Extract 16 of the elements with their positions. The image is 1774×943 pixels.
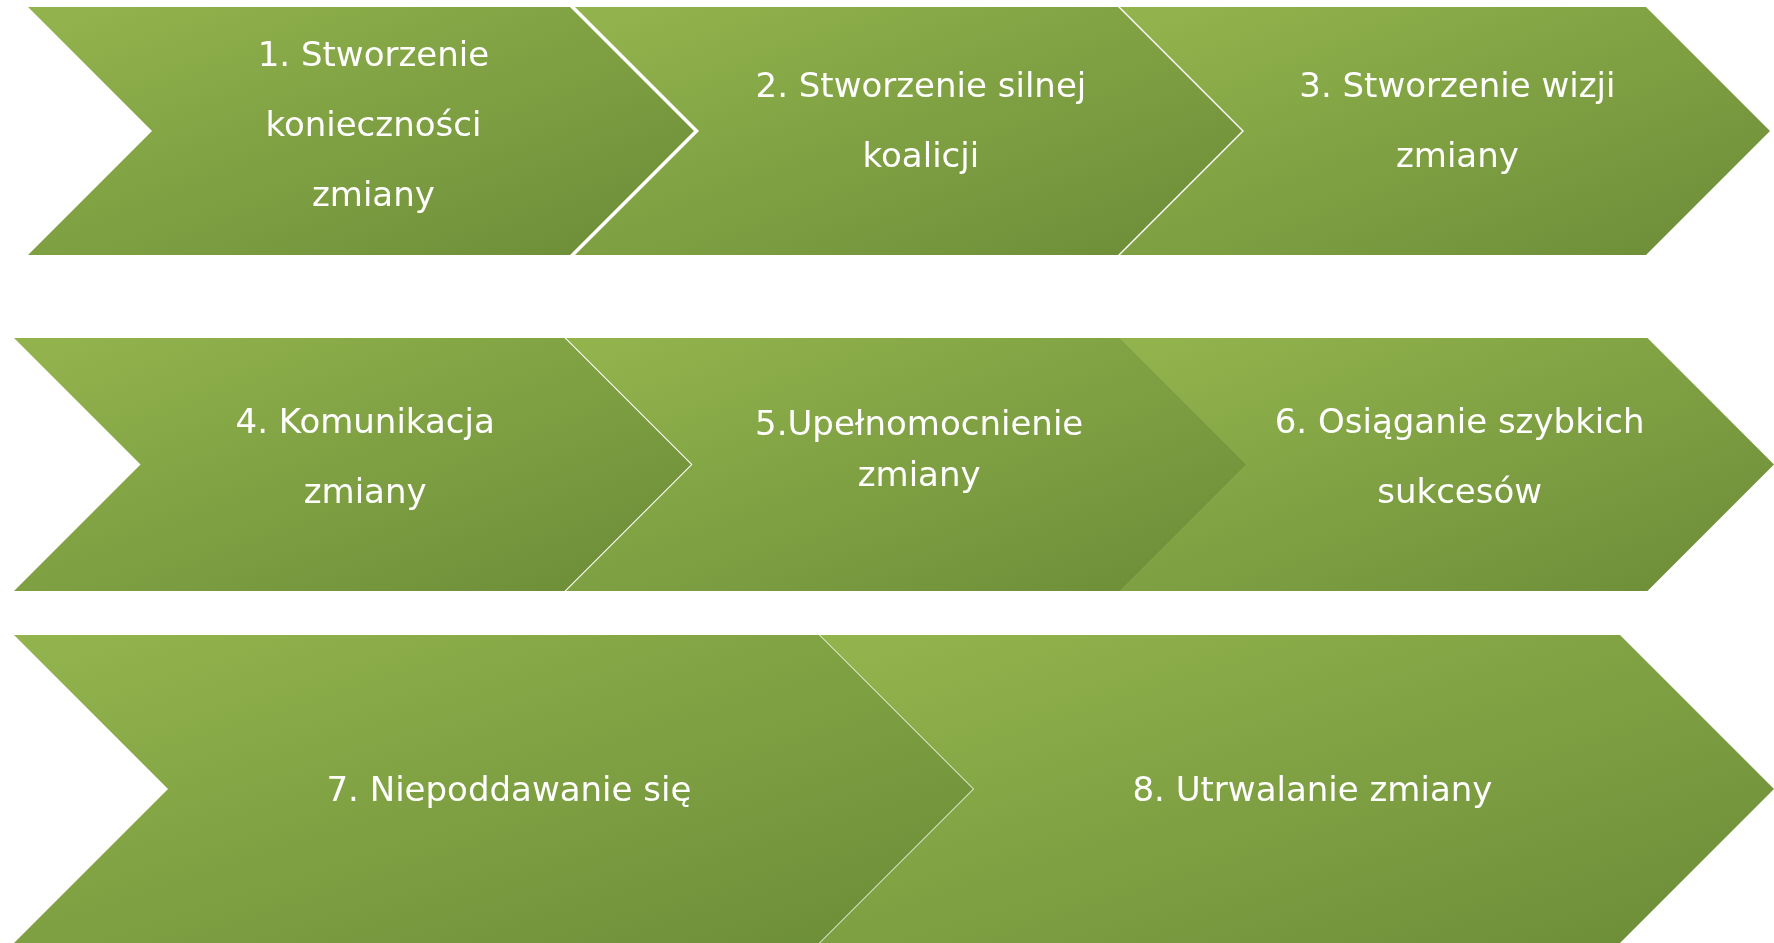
step-label: 5.Upełnomocnienie zmiany [754, 401, 1085, 496]
step-label: 3. Stworzenie wizji zmiany [1298, 64, 1617, 177]
chevron-step [566, 338, 1247, 591]
chevron-step [14, 338, 691, 591]
chevron-step [28, 7, 694, 255]
step-label: 8. Utrwalanie zmiany [1132, 767, 1493, 811]
chevron-step [1120, 338, 1774, 591]
step-label: 2. Stworzenie silnej koalicji [754, 64, 1088, 177]
step-label: 7. Niepoddawanie się [326, 767, 692, 811]
chevron-step [820, 635, 1774, 943]
chevron-step [575, 7, 1242, 255]
step-label: 1. Stworzenie konieczności zmiany [256, 33, 491, 216]
chevron-step [1120, 7, 1770, 255]
chevron-step [14, 635, 973, 943]
step-label: 4. Komunikacja zmiany [234, 399, 496, 513]
step-label: 6. Osiąganie szybkich sukcesów [1273, 399, 1646, 513]
